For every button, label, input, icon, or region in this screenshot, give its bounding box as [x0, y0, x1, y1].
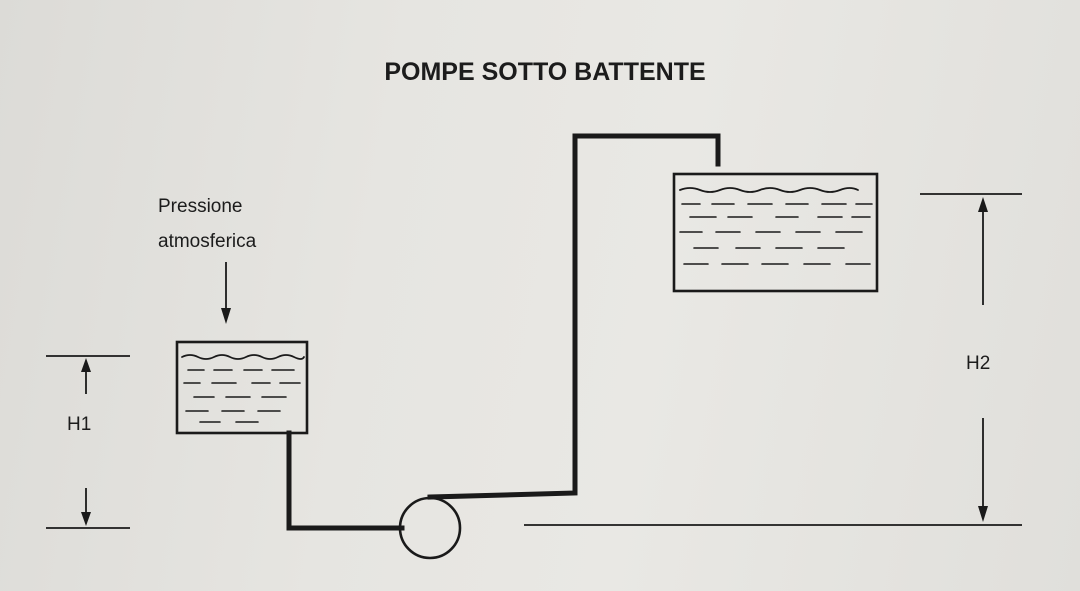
h2-label: H2 [966, 353, 990, 374]
diagram-title: POMPE SOTTO BATTENTE [384, 58, 705, 86]
delivery-pipe [427, 133, 721, 500]
h1-label: H1 [67, 414, 91, 435]
pressure-arrow [221, 262, 231, 324]
suction-pipe [286, 430, 405, 531]
pump-symbol [398, 496, 462, 560]
pressure-label-line1: Pressione [158, 196, 243, 217]
supply-tank [175, 340, 309, 435]
delivery-tank [672, 172, 879, 293]
h2-dimension [524, 193, 1022, 526]
h1-dimension [46, 355, 130, 529]
pressure-label-line2: atmosferica [158, 231, 257, 252]
